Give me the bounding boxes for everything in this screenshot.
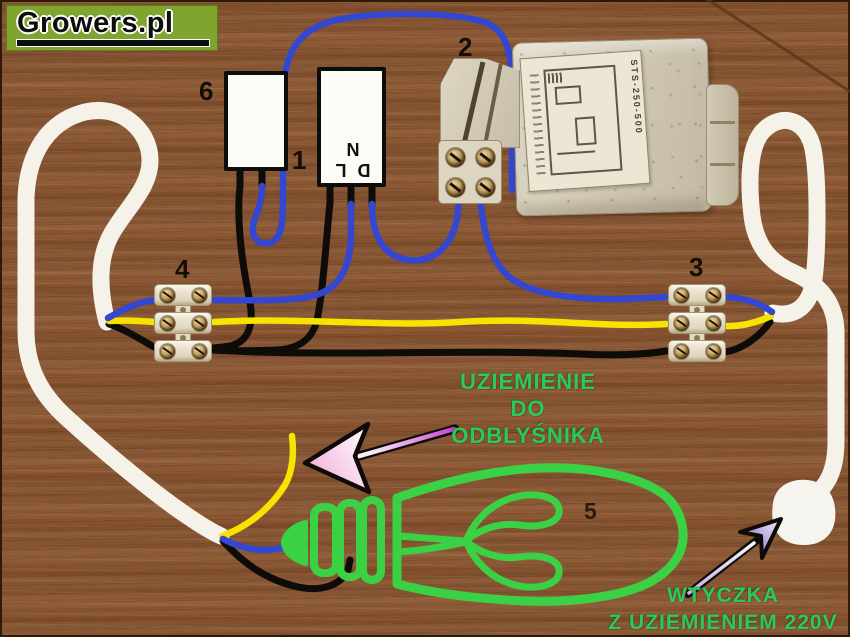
- label-igniter: 1: [292, 145, 307, 175]
- wire-blue-lamp-feed: [219, 535, 304, 554]
- screw-terminal: [706, 344, 721, 359]
- ballast-label-sticker: STS-250-500: [519, 49, 651, 193]
- ground-arrow-icon: [302, 421, 460, 495]
- wire-yellow-reflector-ground: [218, 432, 297, 540]
- bulb-filament: [395, 491, 563, 591]
- bulb-drawing: [281, 463, 688, 606]
- plug-arrow-icon: [684, 517, 783, 598]
- label-ballast: 2: [458, 32, 473, 62]
- screw-terminal: [192, 344, 207, 359]
- wire-black-igniter-down: [210, 198, 334, 355]
- terminal-block-right: [668, 284, 726, 362]
- screw-terminal: [674, 288, 689, 303]
- wire-blue-block3-to-cable: [720, 293, 776, 316]
- screw-terminal: [674, 316, 689, 331]
- screw-terminal: [446, 148, 465, 167]
- sticker-schematic-box: [554, 85, 582, 105]
- ballast-mounting-bracket: [706, 84, 739, 206]
- terminal-row: [154, 284, 212, 306]
- sticker-schematic-box: [574, 116, 597, 146]
- screw-terminal: [706, 288, 721, 303]
- ballast-terminal-block: [438, 140, 502, 204]
- wire-blue-capacitor-arc-to-ballast: [249, 10, 516, 247]
- sticker-barcode-mark: [547, 72, 563, 84]
- wire-yellow-block3-to-cable: [720, 312, 775, 330]
- wire-yellow-cable-to-block4: [105, 317, 158, 326]
- terminal-row: [668, 284, 726, 306]
- plug-note: WTYCZKA Z UZIEMIENIEM 220V: [598, 582, 848, 636]
- bulb-thread: [359, 496, 385, 584]
- screw-terminal: [160, 288, 175, 303]
- note-line: UZIEMIENIE: [460, 369, 596, 394]
- terminal-block-left: [154, 284, 212, 362]
- power-plug: [772, 479, 836, 546]
- screw-terminal: [476, 178, 495, 197]
- note-line: WTYCZKA: [667, 584, 779, 607]
- wire-black-cable-to-block4: [105, 320, 158, 351]
- wire-black-block4-to-block3: [210, 346, 670, 359]
- terminal-row: [668, 340, 726, 362]
- white-cable-left: [17, 102, 230, 545]
- screw-terminal: [446, 178, 465, 197]
- screw-terminal: [192, 316, 207, 331]
- note-line: DO: [510, 396, 546, 421]
- logo-text: Growers.pl: [17, 7, 174, 39]
- note-line: ODBLYŚNIKA: [451, 423, 605, 448]
- capacitor-box: [224, 71, 288, 171]
- wire-black-block3-to-cable: [720, 318, 774, 356]
- sticker-fine-print: [529, 74, 546, 177]
- terminal-row: [154, 312, 212, 334]
- screw-terminal: [706, 316, 721, 331]
- screw-terminal: [160, 344, 175, 359]
- screw-terminal: [674, 344, 689, 359]
- reflector-ground-note: UZIEMIENIE DO ODBLYŚNIKA: [428, 368, 628, 449]
- wire-blue-cable-to-block4: [104, 296, 158, 322]
- note-line: Z UZIEMIENIEM 220V: [608, 611, 838, 634]
- terminal-row: [668, 312, 726, 334]
- screw-terminal: [476, 148, 495, 167]
- screw-terminal: [160, 316, 175, 331]
- bulb-tip: [281, 520, 308, 566]
- label-terminal-block-left: 4: [175, 254, 190, 284]
- bulb-thread: [310, 503, 340, 577]
- wood-seam: [705, 0, 850, 94]
- wire-yellow-block4-to-block3: [210, 317, 670, 329]
- ballast-metal-flange: [440, 58, 520, 148]
- screw-terminal: [192, 288, 207, 303]
- bulb-glass: [392, 463, 688, 606]
- white-cable-right: [741, 112, 845, 508]
- igniter-box: D L N: [317, 67, 386, 187]
- label-terminal-block-right: 3: [689, 252, 704, 282]
- logo-growers: Growers.pl: [6, 5, 218, 51]
- wire-black-lamp-neutral: [219, 537, 354, 593]
- wire-blue-ballast-to-block3: [476, 192, 670, 303]
- wire-blue-igniter-to-block4: [210, 200, 355, 304]
- label-capacitor: 6: [199, 76, 214, 106]
- terminal-row: [154, 340, 212, 362]
- wire-blue-igniter-to-ballast: [368, 198, 463, 264]
- igniter-terminals-label: D L N: [332, 139, 371, 180]
- label-bulb: 5: [584, 498, 597, 524]
- logo-underline: [17, 40, 209, 46]
